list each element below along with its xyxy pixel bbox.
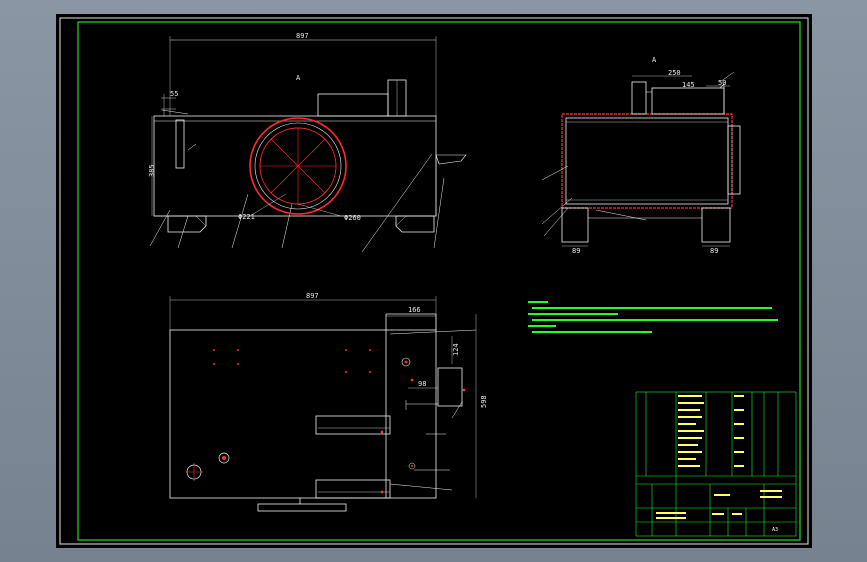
- notes-line-3: [528, 313, 618, 315]
- front-overall-dim: 897: [296, 32, 309, 40]
- side-dim-145: 145: [682, 81, 695, 89]
- notes-line-4: [532, 319, 778, 321]
- outer-frame: [59, 17, 809, 545]
- side-dim-50: 50: [718, 79, 726, 87]
- plan-markers: [185, 349, 466, 494]
- title-block: [635, 391, 797, 537]
- drawing-sheet: 897 55 385 Φ221 Φ260 A: [56, 14, 812, 548]
- notes-line-2: [532, 307, 772, 309]
- front-diameter-outer: Φ260: [344, 214, 361, 222]
- notes-line-6: [532, 331, 652, 333]
- side-dim-89-left: 89: [572, 247, 580, 255]
- front-view: [149, 36, 467, 253]
- fan-circle: [249, 117, 347, 217]
- technical-notes: [528, 301, 778, 333]
- side-dim-89-right: 89: [710, 247, 718, 255]
- plan-dim-598: 598: [480, 395, 488, 408]
- plan-dim-166: 166: [408, 306, 421, 314]
- front-diameter-inner: Φ221: [238, 213, 255, 221]
- plan-view: [169, 296, 477, 512]
- plan-dim-98: 98: [418, 380, 426, 388]
- side-view: [541, 71, 741, 247]
- front-section-mark: A: [296, 74, 301, 82]
- notes-line-5: [528, 325, 556, 327]
- drawing-canvas: 897 55 385 Φ221 Φ260 A: [59, 17, 809, 545]
- inner-frame: [77, 21, 801, 541]
- side-section-label: A: [652, 56, 657, 64]
- side-dim-250: 250: [668, 69, 681, 77]
- title-sheet-size: A3: [772, 527, 778, 533]
- title-block-entries: [656, 395, 782, 519]
- front-top-small-dim: 55: [170, 90, 178, 98]
- plan-overall-dim: 897: [306, 292, 319, 300]
- front-height-dim: 385: [148, 164, 156, 177]
- notes-line-1: [528, 301, 548, 303]
- plan-dim-124: 124: [452, 343, 460, 356]
